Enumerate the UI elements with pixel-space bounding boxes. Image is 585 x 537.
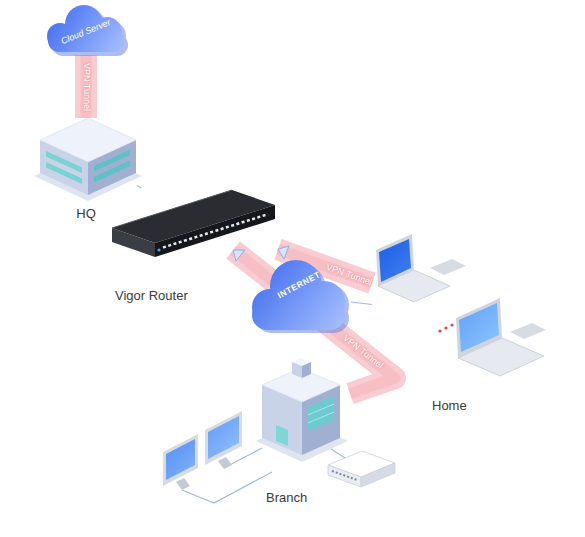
- arrow-head: [233, 250, 244, 261]
- link-line: [137, 186, 141, 189]
- building-shape: [255, 355, 350, 465]
- node-label: Home: [432, 399, 467, 412]
- node-label: Branch: [266, 491, 307, 504]
- vigor-router: Vigor Router: [110, 188, 278, 250]
- node-label: Vigor Router: [115, 289, 188, 302]
- vpn-tunnel: [233, 250, 395, 394]
- tunnel-band: [75, 55, 97, 118]
- laptops-shape: [372, 240, 548, 390]
- cloud-shape: [243, 258, 351, 333]
- network-link: [137, 186, 141, 189]
- building-shape: [35, 118, 137, 193]
- cloud-server: Cloud Server: [40, 5, 132, 55]
- tunnel-band: [233, 250, 395, 394]
- tunnel-core: [81, 55, 92, 118]
- router-shape: [110, 188, 278, 250]
- internet-cloud: INTERNET: [243, 258, 351, 333]
- switch-icon: [328, 451, 395, 487]
- link-line: [351, 302, 372, 305]
- node-label: HQ: [35, 207, 137, 220]
- network-link: [351, 302, 372, 305]
- monitor-icon: [163, 434, 198, 490]
- home-devices: Home: [372, 240, 548, 390]
- monitor-icon: [205, 411, 242, 469]
- hq-building: HQ: [35, 118, 137, 193]
- branch-building: Branch: [255, 355, 350, 465]
- tunnel-core: [233, 250, 395, 394]
- tunnel-label: VPN Tunnel: [82, 62, 91, 110]
- arrow-head: [278, 246, 289, 259]
